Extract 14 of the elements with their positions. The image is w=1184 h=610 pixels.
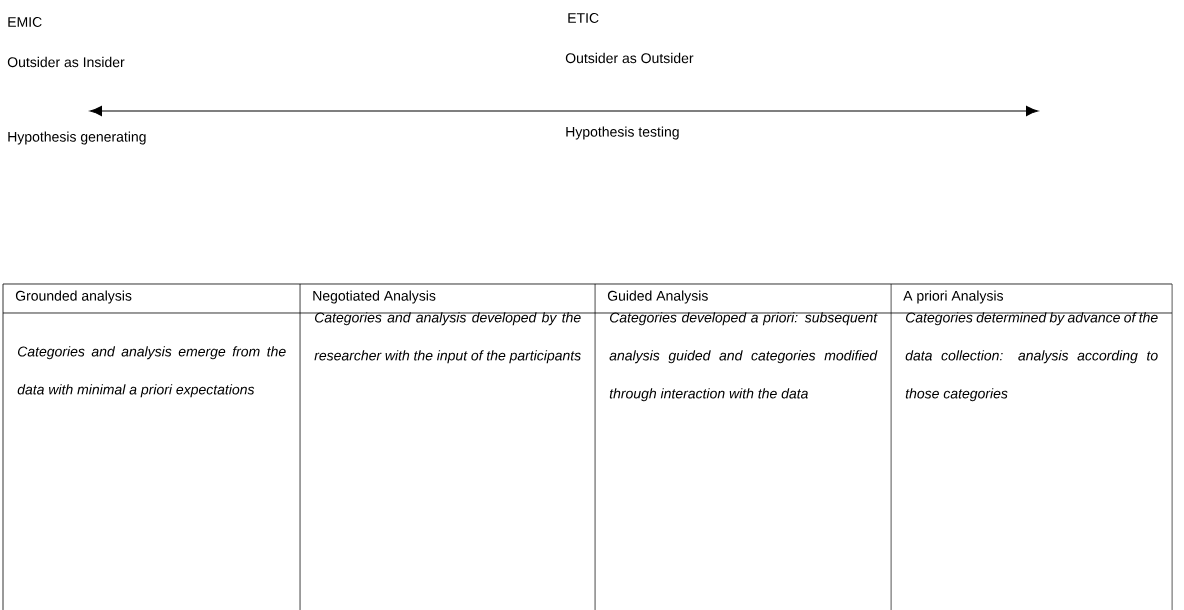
column-header: Grounded analysis [15, 290, 132, 304]
perspective-label: Outsider as Outsider [565, 52, 694, 64]
table-cell-text: Categories developed a priori: subsequent analysis guided and categories modified through interaction with the data [609, 312, 878, 402]
table-cell-text: Categories and analysis developed by the researcher with the input of the participants [314, 312, 581, 364]
approach-label: Hypothesis testing [566, 126, 679, 140]
pole-label: ETIC [568, 13, 599, 23]
pole-label: EMIC [8, 17, 42, 27]
approach-label: Hypothesis generating [8, 131, 146, 145]
perspective-label: Outsider as Insider [7, 56, 125, 68]
column-header: Guided Analysis [607, 290, 708, 304]
column-header: Negotiated Analysis [313, 290, 436, 304]
table-cell-text: Categories determined by advance of the data collection: analysis according to those categories [905, 312, 1158, 402]
table-cell-text: Categories and analysis emerge from the data with minimal a priori expectations [17, 346, 286, 398]
column-header: A priori Analysis [903, 290, 1004, 304]
